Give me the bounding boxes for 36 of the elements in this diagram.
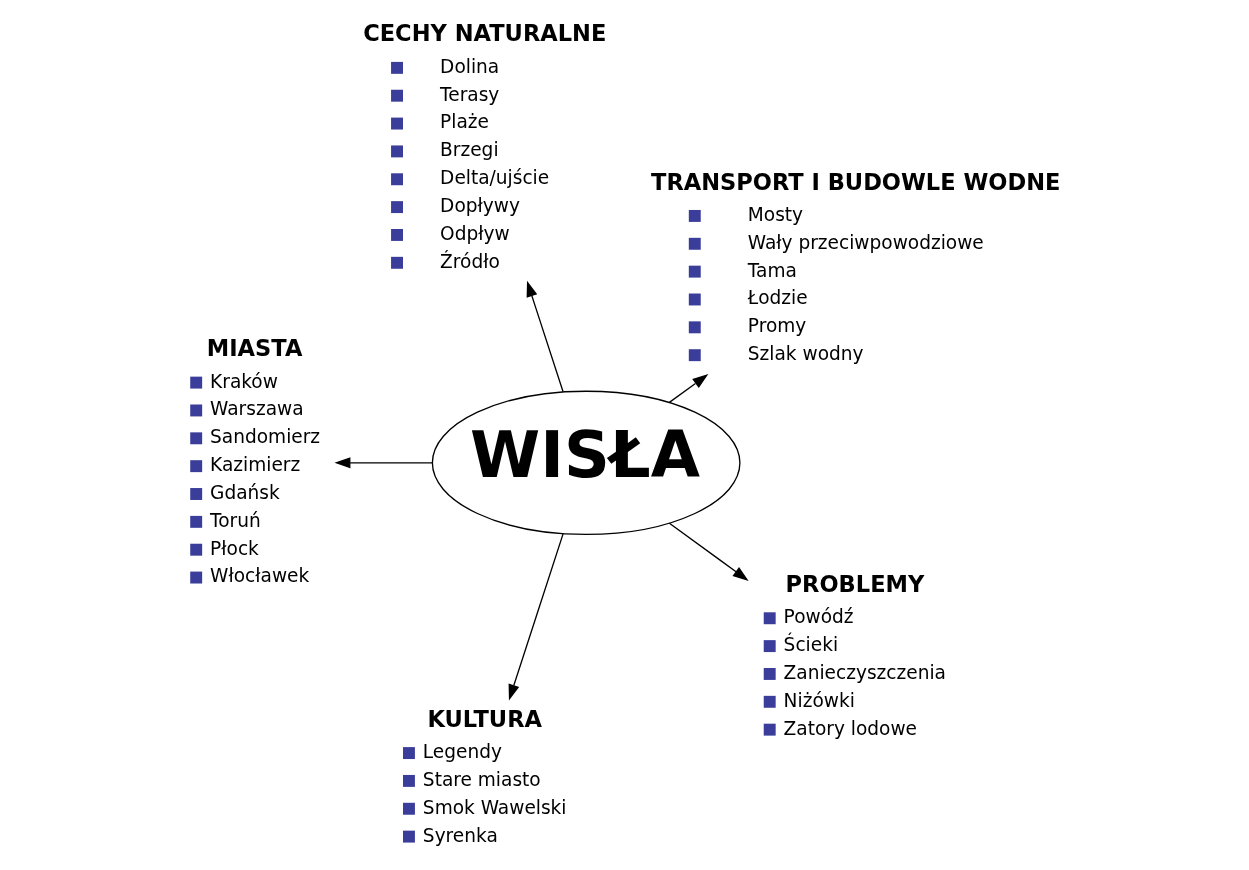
node-label: Kraków (210, 370, 278, 392)
node-label: Ścieki (783, 634, 839, 656)
arrow (526, 280, 564, 393)
node-label: Delta/ujście (440, 167, 550, 189)
node-label: Legendy (422, 740, 502, 762)
node-label: Powódź (783, 606, 854, 628)
arrow (668, 522, 749, 581)
arrow (334, 457, 433, 469)
node-label: Plaże (440, 111, 489, 133)
node-label: Zanieczyszczenia (783, 661, 946, 683)
node-label: MIASTA (206, 335, 303, 362)
node-label: KULTURA (427, 705, 542, 732)
node-label: Odpływ (440, 222, 510, 244)
node-ellipse: WISŁA (431, 390, 741, 536)
node-label: Włocławek (210, 565, 310, 587)
node-label: Brzegi (440, 139, 499, 161)
arrow (668, 374, 709, 404)
node-label: Warszawa (210, 398, 304, 420)
node-label: Toruń (210, 509, 261, 531)
node-label: Terasy (440, 83, 500, 105)
node-label: Zatory lodowe (783, 717, 918, 739)
node-label: CECHY NATURALNE (363, 20, 607, 47)
node-label: Sandomierz (210, 426, 321, 448)
arrow (508, 533, 564, 701)
node-label: Dopływy (440, 195, 520, 217)
node-label: PROBLEMY (785, 570, 925, 597)
node-label: Kazimierz (210, 454, 301, 476)
node-label: Smok Wawelski (422, 796, 567, 818)
node-label: Źródło (440, 250, 500, 272)
node-label: Płock (210, 537, 259, 559)
node-text: TRANSPORT I BUDOWLE WODNE Mosty Wały przeciwpowodziowe Tama Łodzie Promy Szlak wodny (651, 168, 1061, 365)
node-label: Gdańsk (210, 481, 280, 503)
node-label: Niżówki (783, 689, 855, 711)
node-label: Stare miasto (422, 768, 541, 790)
node-label: Syrenka (422, 824, 498, 846)
node-label: Dolina (440, 55, 500, 77)
